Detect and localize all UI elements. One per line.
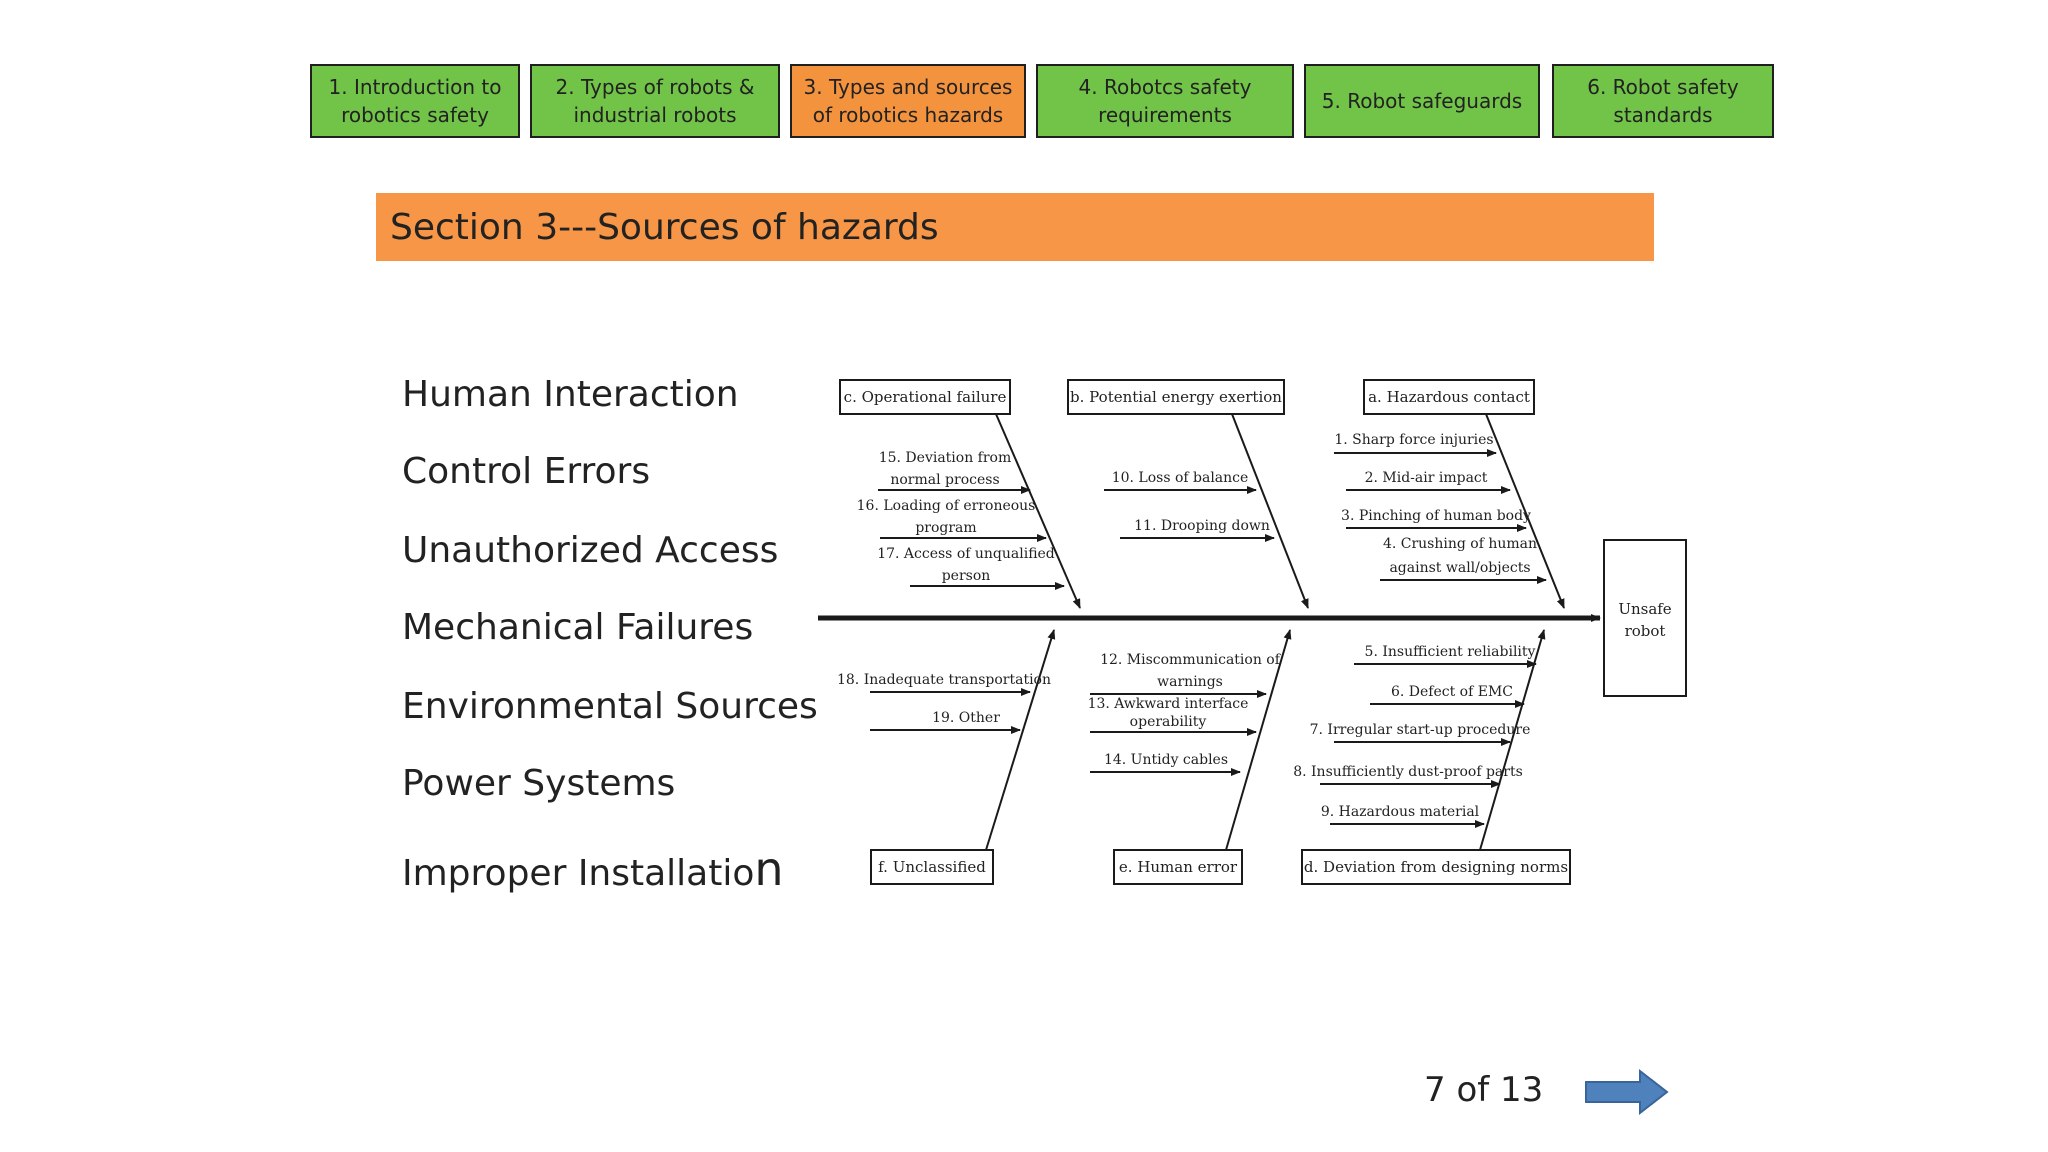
cause-label: 13. Awkward interface [1088,696,1249,712]
bone-c [995,413,1081,609]
cause-label: 7. Irregular start-up procedure [1310,722,1531,738]
hazard-item: Mechanical Failures [402,607,754,648]
tab-safeguards[interactable]: 5. Robot safeguards [1304,64,1540,138]
effect-box [1603,539,1687,697]
cause-label: 9. Hazardous material [1321,804,1480,820]
hazard-item: Power Systems [402,763,676,804]
effect-label: robot [1625,622,1666,640]
category-label-e: e. Human error [1119,858,1238,876]
cause-label: 5. Insufficient reliability [1365,644,1536,660]
tab-safety-standards[interactable]: 6. Robot safety standards [1552,64,1774,138]
category-box-d [1301,849,1571,885]
tab-hazards[interactable]: 3. Types and sources of robotics hazards [790,64,1026,138]
cause-label: 2. Mid-air impact [1365,470,1488,486]
category-label-b: b. Potential energy exertion [1070,388,1282,406]
category-box-c [839,379,1011,415]
tab-introduction[interactable]: 1. Introduction to robotics safety [310,64,520,138]
cause-label: 12. Miscommunication of [1100,652,1282,668]
page-indicator: 7 of 13 [1424,1070,1544,1110]
cause-label: 8. Insufficiently dust-proof parts [1293,764,1523,780]
bone-a [1485,413,1565,609]
hazard-item: Improper Installation [402,842,784,896]
cause-label: 1. Sharp force injuries [1334,432,1493,448]
cause-label: 17. Access of unqualified [877,546,1055,562]
hazard-item-text-tail: n [754,842,784,896]
category-box-e [1113,849,1243,885]
cause-label: 3. Pinching of human body [1341,508,1531,524]
category-box-b [1067,379,1285,415]
cause-label: 11. Drooping down [1134,518,1270,534]
category-label-c: c. Operational failure [844,388,1007,406]
tab-safety-requirements[interactable]: 4. Robotcs safety requirements [1036,64,1294,138]
cause-label: operability [1130,714,1207,730]
effect-label: Unsafe [1618,600,1671,618]
cause-label: 18. Inadequate transportation [837,672,1051,688]
hazard-item: Environmental Sources [402,686,818,727]
cause-label: warnings [1157,674,1223,690]
section-title: Section 3---Sources of hazards [376,193,1654,261]
tab-types-of-robots[interactable]: 2. Types of robots & industrial robots [530,64,780,138]
cause-label: 14. Untidy cables [1104,752,1228,768]
cause-label: program [915,520,976,536]
category-label-a: a. Hazardous contact [1368,388,1530,406]
bone-f [985,629,1056,851]
hazard-item: Human Interaction [402,374,739,415]
hazard-item: Unauthorized Access [402,530,779,571]
cause-label: person [942,568,991,584]
hazard-item: Control Errors [402,451,651,492]
category-box-f [870,849,994,885]
cause-label: 4. Crushing of human [1383,536,1537,552]
cause-label: against wall/objects [1389,560,1530,576]
hazard-item-text: Improper Installatio [402,853,755,894]
cause-label: 15. Deviation from [879,450,1012,466]
cause-label: normal process [890,472,999,488]
category-label-d: d. Deviation from designing norms [1304,858,1568,876]
bone-b [1231,413,1309,609]
cause-label: 6. Defect of EMC [1391,684,1513,700]
bone-e [1225,629,1292,851]
right-arrow-icon[interactable] [1584,1068,1670,1116]
section-nav: 1. Introduction to robotics safety 2. Ty… [0,64,2048,138]
cause-label: 19. Other [932,710,1000,726]
category-label-f: f. Unclassified [878,858,986,876]
category-box-a [1363,379,1535,415]
cause-label: 10. Loss of balance [1112,470,1249,486]
cause-label: 16. Loading of erroneous [857,498,1036,514]
